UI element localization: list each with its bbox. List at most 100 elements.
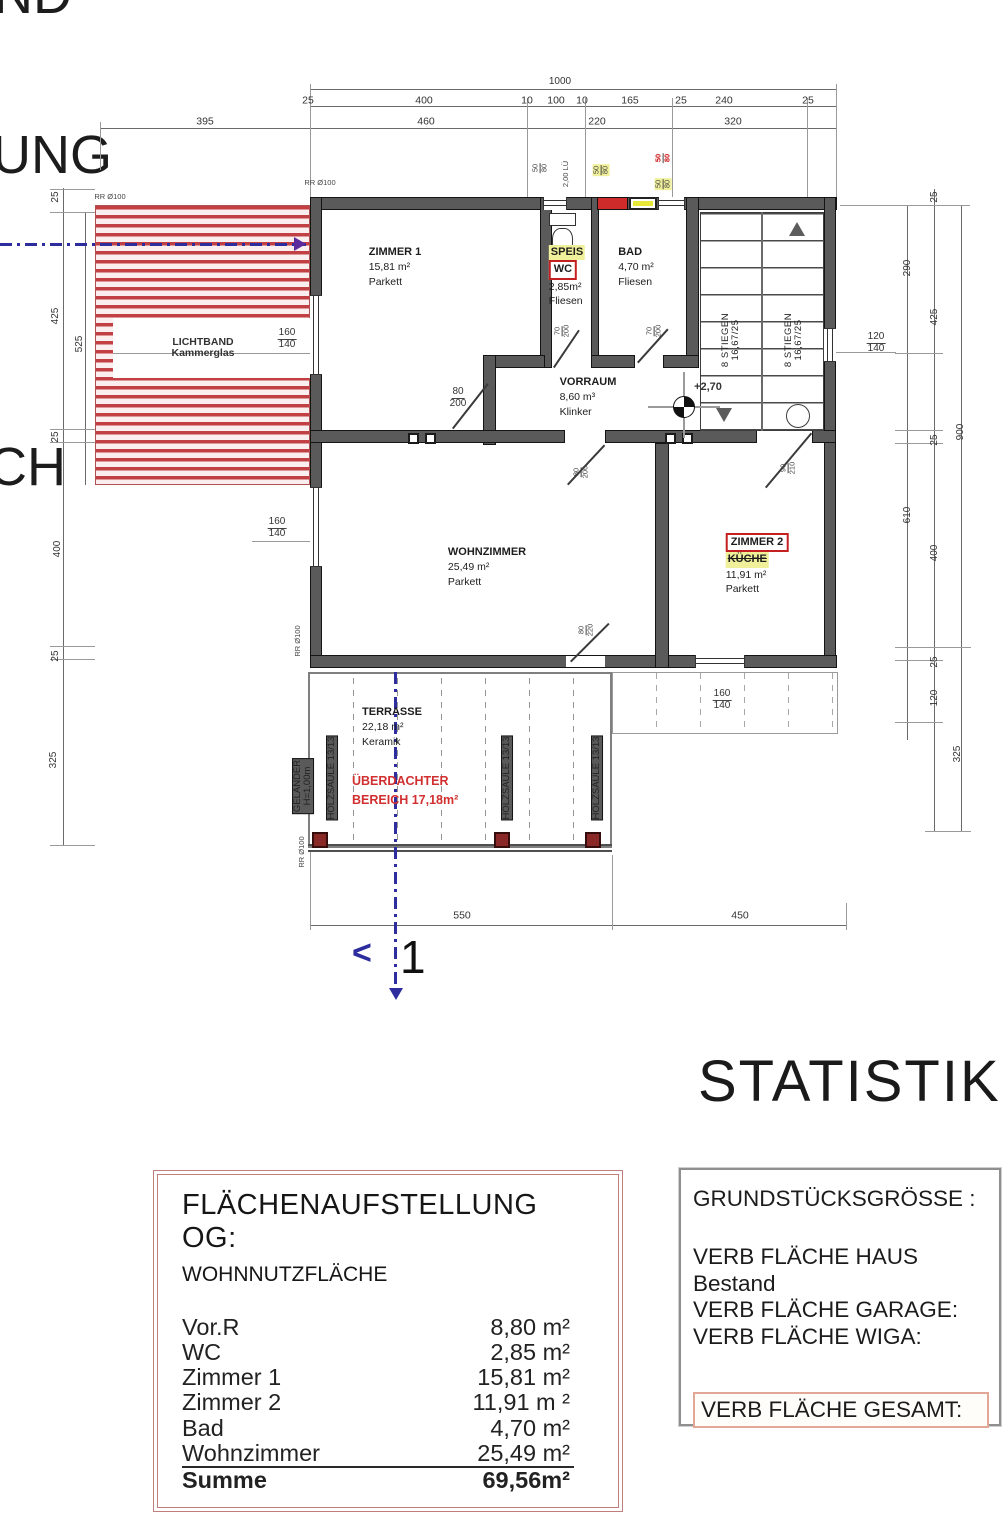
dim-label: 325 — [47, 751, 59, 769]
dim-label: 25 — [49, 191, 61, 203]
dim-label: 25 — [928, 191, 940, 203]
dim-label: 25 — [928, 434, 940, 446]
section-arrow — [389, 988, 403, 1000]
dim-label: 2,00 LÜ — [561, 160, 571, 188]
stair-divider — [761, 212, 763, 431]
dim-label: 165 — [621, 94, 639, 107]
area-table-title: FLÄCHENAUFSTELLUNG OG: — [182, 1189, 538, 1254]
dim-label: RR Ø100 — [94, 192, 126, 202]
wood-post — [494, 832, 510, 848]
sheet-text-fragment-ung: UNG — [0, 125, 112, 185]
dim-label: 425 — [49, 307, 61, 325]
window-marked-red — [597, 197, 628, 210]
dim-label: 460 — [417, 115, 435, 128]
dim-label: 525 — [73, 335, 85, 353]
section-line-vertical — [394, 672, 397, 990]
lichtband-leader-line — [113, 353, 310, 354]
dim-label: 320 — [724, 115, 742, 128]
dim-label: 400 — [928, 544, 940, 562]
statistik-table-row: VERB FLÄCHE HAUS Bestand — [693, 1244, 919, 1296]
window — [543, 197, 567, 210]
section-arrow — [294, 237, 306, 251]
stair-up-arrow — [789, 222, 805, 236]
level-marker — [673, 396, 695, 418]
dim-label: 290 — [901, 259, 913, 277]
stair-circle-marker — [786, 404, 810, 428]
dim-label: 25 — [802, 94, 814, 107]
dim-label: HOLZSÄULE 13/13 — [501, 735, 513, 821]
covered-area-note: ÜBERDACHTER BEREICH 17,18m² — [352, 774, 459, 807]
dim-label: 400 — [51, 540, 63, 558]
window — [695, 655, 745, 668]
area-table: FLÄCHENAUFSTELLUNG OG: WOHNNUTZFLÄCHE Vo… — [157, 1174, 619, 1508]
terrace-railing — [308, 844, 612, 852]
window — [310, 295, 322, 375]
dim-label: 120 — [928, 689, 940, 707]
dim-label: 550 — [453, 909, 471, 922]
sheet-text-fragment-top: ND — [0, 0, 72, 26]
dim-label: 25 — [928, 656, 940, 668]
statistik-heading: STATISTIK — [698, 1049, 1001, 1114]
statistik-table: GRUNDSTÜCKSGRÖSSE : VERB FLÄCHE HAUS Bes… — [679, 1168, 1001, 1429]
dim-label: 25 — [49, 431, 61, 443]
terrace — [308, 672, 612, 848]
dim-label: 25 — [49, 650, 61, 662]
dim-label: 100 — [547, 94, 565, 107]
dim-label: 240 — [715, 94, 733, 107]
terrace-door-opening — [566, 656, 605, 667]
dim-label: HOLZSÄULE 13/13 — [326, 735, 338, 821]
statistik-table-row: VERB FLÄCHE GARAGE: — [693, 1297, 959, 1323]
section-chevron: < — [352, 934, 372, 972]
dim-label: HOLZSÄULE 13/13 — [591, 735, 603, 821]
dim-label: 25 — [302, 94, 314, 107]
dim-label: 400 — [415, 94, 433, 107]
section-line-horizontal — [0, 243, 306, 246]
dim-label: 10 — [576, 94, 588, 107]
dim-label: RR Ø100 — [293, 625, 303, 657]
window — [310, 487, 322, 567]
area-table-subtitle: WOHNNUTZFLÄCHE — [182, 1263, 388, 1286]
wood-post — [312, 832, 328, 848]
dim-label: 395 — [196, 115, 214, 128]
dim-label: 220 — [588, 115, 606, 128]
wood-post — [585, 832, 601, 848]
dim-label: 25 — [675, 94, 687, 107]
lichtband-strip — [113, 318, 310, 378]
dim-label: 900 — [954, 423, 966, 441]
dim-label: +2,70 — [694, 381, 722, 394]
window — [824, 328, 836, 362]
window — [658, 197, 685, 210]
dim-label: 425 — [928, 308, 940, 326]
section-number: 1 — [400, 931, 426, 983]
